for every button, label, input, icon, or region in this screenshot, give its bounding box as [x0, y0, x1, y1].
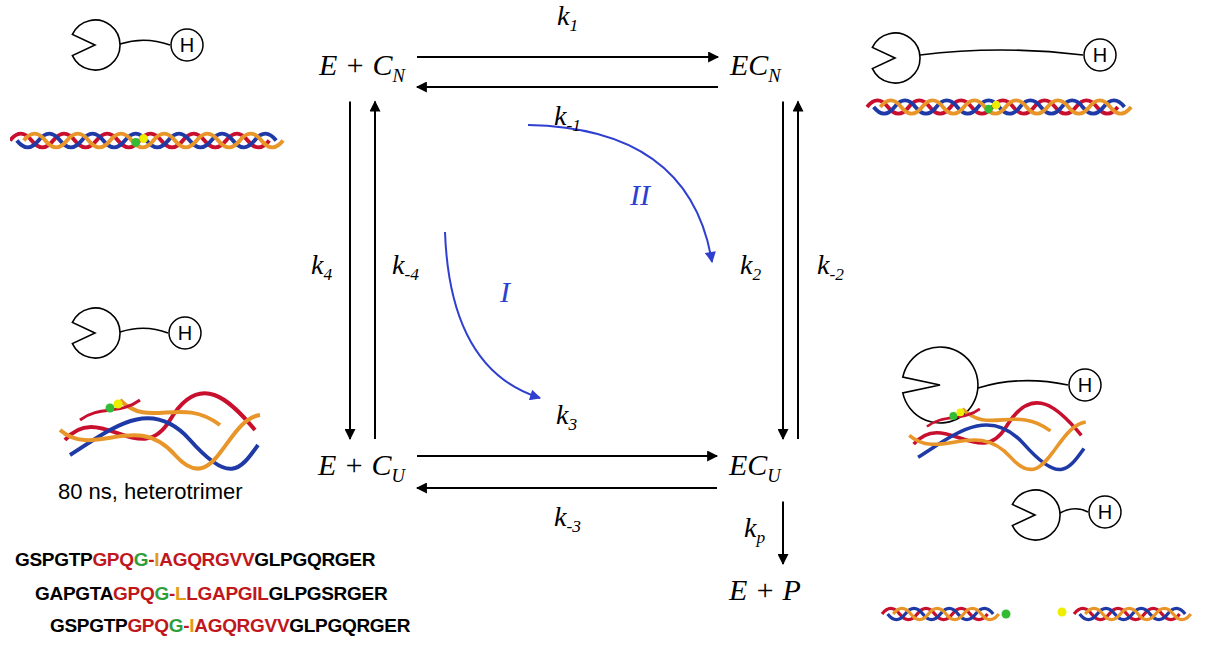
- state-node: ECU: [725, 447, 785, 494]
- hinge-letter: H: [1088, 495, 1122, 529]
- reaction-arrow: [349, 102, 351, 440]
- simulation-note: 80 ns, heterotrimer: [58, 479, 243, 505]
- subscript: U: [392, 465, 405, 486]
- species-label: ECU: [725, 447, 785, 494]
- rate-constant: k-1: [554, 100, 581, 142]
- reaction-arrow: [417, 455, 717, 457]
- residue-run: GSPGTP: [15, 549, 92, 570]
- residue-run: GPQ: [113, 583, 154, 604]
- rate-constant: k4: [311, 249, 332, 291]
- reaction-arrow: [417, 86, 718, 88]
- residue-run: AGQRGVV: [159, 549, 254, 570]
- pathway-label: I: [500, 275, 510, 309]
- subscript: -3: [566, 517, 580, 536]
- subscript: N: [768, 65, 780, 86]
- subscript: -4: [404, 265, 418, 284]
- hinge-circle: H: [1088, 495, 1122, 529]
- hinge-letter: H: [1068, 368, 1102, 402]
- residue-run: LGAPGIL: [186, 583, 268, 604]
- residue-run: GPQ: [92, 549, 133, 570]
- reaction-arrow: [374, 102, 376, 440]
- residue-run: GPQ: [127, 615, 168, 636]
- residue-run: GAPGTA: [35, 583, 113, 604]
- subscript: U: [767, 465, 780, 486]
- state-node: E + P: [725, 572, 805, 608]
- reaction-arrow: [417, 487, 717, 489]
- species-label: ECN: [726, 47, 785, 94]
- hinge-letter: H: [170, 28, 204, 62]
- rate-constant: k2: [740, 249, 761, 291]
- subscript: 4: [323, 265, 332, 284]
- residue-run: -: [169, 583, 175, 604]
- residue-run: -: [183, 615, 189, 636]
- residue-run: G: [169, 615, 183, 636]
- reaction-arrow: [782, 102, 784, 440]
- rate-constant: k1: [557, 0, 578, 42]
- state-node: E + CN: [315, 47, 409, 94]
- species-label: E + P: [725, 572, 805, 608]
- rate-constant: k-3: [554, 501, 581, 543]
- hinge-letter: H: [168, 316, 202, 350]
- hinge-circle: H: [1083, 38, 1117, 72]
- hinge-circle: H: [168, 316, 202, 350]
- pathway-label: II: [630, 178, 650, 212]
- reaction-arrow: [417, 56, 718, 58]
- rate-constant: kp: [744, 512, 765, 554]
- hinge-circle: H: [1068, 368, 1102, 402]
- residue-run: AGQRGVV: [194, 615, 289, 636]
- subscript: N: [393, 65, 405, 86]
- reaction-arrow: [797, 102, 799, 440]
- subscript: 3: [568, 415, 577, 434]
- residue-run: G: [154, 583, 168, 604]
- sequence-line: GSPGTPGPQG-IAGQRGVVGLPGQRGER: [50, 612, 410, 640]
- residue-run: GLPGQRGER: [289, 615, 410, 636]
- state-node: E + CU: [314, 447, 409, 494]
- rate-constant: k-4: [392, 249, 419, 291]
- residue-run: GLPGQRGER: [254, 549, 375, 570]
- subscript: 1: [569, 16, 578, 35]
- residue-run: I: [154, 549, 159, 570]
- rate-constant: k-2: [817, 249, 844, 291]
- subscript: 2: [752, 265, 761, 284]
- sequence-line: GAPGTAGPQG-LLGAPGILGLPGSRGER: [35, 580, 387, 608]
- state-node: ECN: [726, 47, 785, 94]
- residue-run: L: [175, 583, 186, 604]
- hinge-circle: H: [170, 28, 204, 62]
- subscript: -2: [829, 265, 843, 284]
- residue-run: GSPGTP: [50, 615, 127, 636]
- residue-run: I: [189, 615, 194, 636]
- subscript: -1: [566, 116, 580, 135]
- subscript: p: [756, 528, 765, 547]
- sequence-line: GSPGTPGPQG-IAGQRGVVGLPGQRGER: [15, 546, 375, 574]
- species-label: E + CU: [314, 447, 409, 494]
- reaction-arrow: [782, 502, 784, 565]
- hinge-letter: H: [1083, 38, 1117, 72]
- residue-run: -: [148, 549, 154, 570]
- rate-constant: k3: [556, 399, 577, 441]
- residue-run: G: [134, 549, 148, 570]
- residue-run: GLPGSRGER: [269, 583, 388, 604]
- species-label: E + CN: [315, 47, 409, 94]
